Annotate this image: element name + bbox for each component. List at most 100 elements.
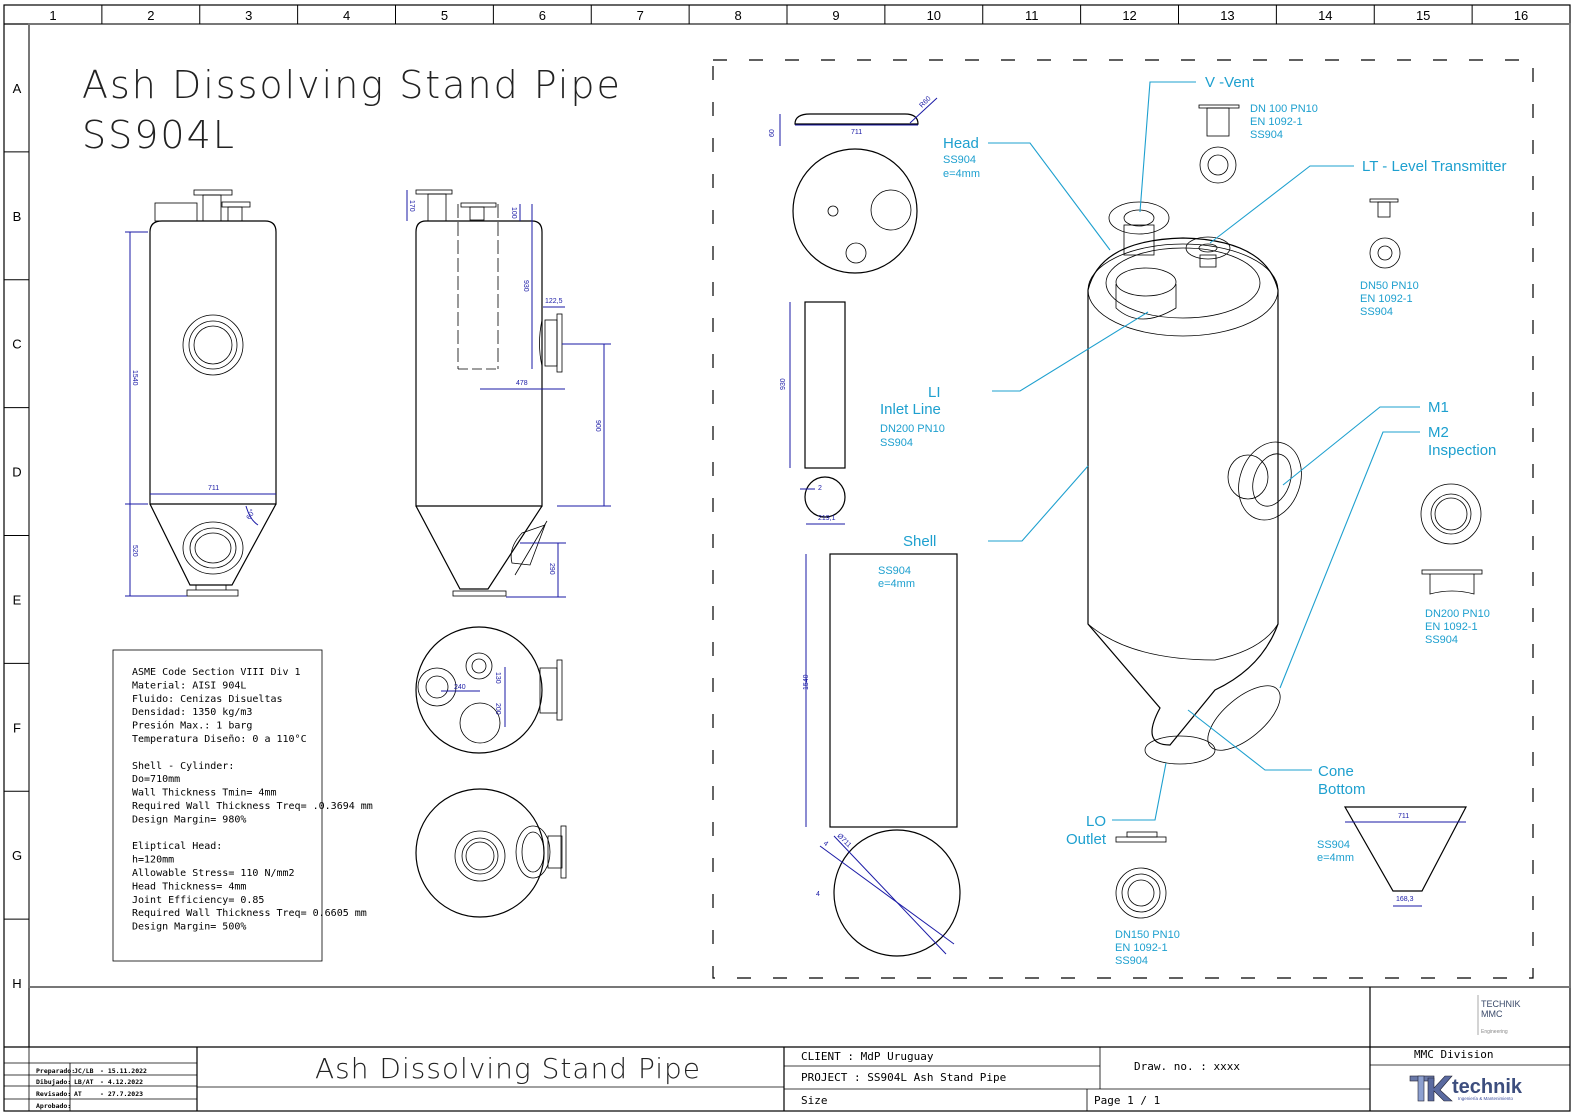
column-label: 13 bbox=[1220, 8, 1234, 23]
svg-text:DN150 PN10: DN150 PN10 bbox=[1115, 929, 1180, 941]
svg-text:SS904: SS904 bbox=[943, 154, 976, 166]
svg-text:122,5: 122,5 bbox=[545, 298, 563, 305]
title-block-title: Ash Dissolving Stand Pipe bbox=[315, 1052, 701, 1085]
svg-text:SS904: SS904 bbox=[880, 437, 913, 449]
column-label: 3 bbox=[245, 8, 252, 23]
isometric-vessel bbox=[1087, 201, 1302, 765]
svg-text:290: 290 bbox=[548, 563, 555, 575]
spec-line: h=120mm bbox=[132, 855, 174, 866]
svg-text:MMC: MMC bbox=[1481, 1009, 1503, 1019]
spec-line: Densidad: 1350 kg/m3 bbox=[132, 707, 252, 718]
svg-text:SS904: SS904 bbox=[1317, 839, 1350, 851]
callout-shell: Shell bbox=[903, 533, 936, 550]
row-label: B bbox=[13, 209, 22, 224]
spec-line: Material: AISI 904L bbox=[132, 680, 246, 691]
svg-text:4: 4 bbox=[816, 891, 820, 898]
svg-text:930: 930 bbox=[780, 378, 787, 390]
svg-text:711: 711 bbox=[1398, 813, 1409, 820]
svg-text:DN50 PN10: DN50 PN10 bbox=[1360, 280, 1419, 292]
svg-text:R60: R60 bbox=[918, 95, 932, 109]
svg-text:Engineering: Engineering bbox=[1481, 1029, 1508, 1035]
technik-logo-icon bbox=[1409, 1075, 1453, 1102]
logo-brand: technik bbox=[1452, 1076, 1523, 1098]
sign-who: AT bbox=[74, 1090, 82, 1098]
spec-line: Temperatura Diseño: 0 a 110°C bbox=[132, 734, 307, 745]
column-label: 9 bbox=[832, 8, 839, 23]
callout-m1: M1 bbox=[1428, 399, 1449, 416]
svg-text:4: 4 bbox=[822, 840, 829, 848]
spec-notes: ASME Code Section VIII Div 1 Material: AI… bbox=[132, 667, 373, 933]
sign-who: LB/AT bbox=[74, 1078, 94, 1086]
column-label: 11 bbox=[1025, 8, 1039, 23]
dim-shell-height: 1540 bbox=[131, 370, 138, 386]
callout-level-transmitter: LT - Level Transmitter bbox=[1362, 158, 1507, 175]
column-label: 10 bbox=[927, 8, 941, 23]
front-view: 1540 520 711 60° bbox=[125, 189, 277, 597]
svg-text:2: 2 bbox=[818, 485, 822, 492]
svg-text:1540: 1540 bbox=[803, 674, 810, 690]
column-label: 2 bbox=[147, 8, 154, 23]
spec-line: Fluido: Cenizas Disueltas bbox=[132, 694, 283, 705]
callout-head: Head bbox=[943, 135, 979, 152]
svg-text:e=4mm: e=4mm bbox=[943, 168, 980, 180]
svg-text:711: 711 bbox=[851, 129, 862, 136]
spec-line: ASME Code Section VIII Div 1 bbox=[132, 667, 301, 678]
spec-line: Allowable Stress= 110 N/mm2 bbox=[132, 868, 295, 879]
drawing-title: Ash Dissolving Stand Pipe bbox=[82, 63, 622, 107]
svg-text:170: 170 bbox=[408, 200, 415, 212]
svg-text:DN200 PN10: DN200 PN10 bbox=[880, 423, 945, 435]
bottom-view bbox=[415, 788, 567, 918]
sign-date: - 27.7.2023 bbox=[100, 1090, 143, 1098]
svg-text:SS904: SS904 bbox=[1425, 634, 1458, 646]
project: PROJECT : SS904L Ash Stand Pipe bbox=[801, 1071, 1006, 1084]
logo-technik-mmc: TECHNIK bbox=[1481, 999, 1521, 1009]
svg-text:168,3: 168,3 bbox=[1396, 896, 1414, 903]
spec-line: Eliptical Head: bbox=[132, 841, 222, 852]
svg-text:Ingeniería & Mantenimiento: Ingeniería & Mantenimiento bbox=[1458, 1096, 1514, 1101]
svg-text:e=4mm: e=4mm bbox=[878, 578, 915, 590]
callout-m2: M2 bbox=[1428, 424, 1449, 441]
svg-text:930: 930 bbox=[522, 280, 529, 292]
exploded-view-frame bbox=[712, 59, 1534, 979]
svg-text:200: 200 bbox=[494, 703, 501, 715]
spec-line: Do=710mm bbox=[132, 774, 180, 785]
svg-text:Outlet: Outlet bbox=[1066, 831, 1107, 848]
column-label: 15 bbox=[1416, 8, 1430, 23]
svg-text:Inspection: Inspection bbox=[1428, 442, 1496, 459]
sign-date: - 4.12.2022 bbox=[100, 1078, 143, 1086]
svg-text:SS904: SS904 bbox=[878, 565, 911, 577]
column-label: 6 bbox=[539, 8, 546, 23]
row-label: G bbox=[12, 848, 22, 863]
spec-line: Presión Max.: 1 barg bbox=[132, 720, 252, 732]
division: MMC Division bbox=[1414, 1048, 1493, 1061]
sign-date: - 15.11.2022 bbox=[100, 1067, 147, 1075]
shell-plate-part: 1540 Ø711 4 4 bbox=[803, 553, 961, 957]
svg-text:SS904: SS904 bbox=[1250, 129, 1283, 141]
page-number: Page 1 / 1 bbox=[1094, 1094, 1160, 1107]
column-label: 7 bbox=[637, 8, 644, 23]
column-label: 8 bbox=[734, 8, 741, 23]
spec-line: Required Wall Thickness Treq= 0.6605 mm bbox=[132, 908, 367, 919]
callout-vent: V -Vent bbox=[1205, 74, 1255, 91]
callout-leaders bbox=[988, 81, 1420, 821]
title-block bbox=[4, 987, 1570, 1111]
callout-outlet: LO bbox=[1086, 813, 1106, 830]
callout-inlet: LI bbox=[928, 384, 941, 401]
side-view: 170 100 930 122,5 478 900 290 bbox=[406, 189, 611, 598]
sign-role: Aprobado: bbox=[36, 1102, 71, 1110]
client: CLIENT : MdP Uruguay bbox=[801, 1050, 934, 1063]
top-view: 240 130 200 bbox=[415, 626, 563, 754]
drawing-material: SS904L bbox=[82, 113, 236, 157]
row-label: H bbox=[12, 976, 21, 991]
svg-text:DN200 PN10: DN200 PN10 bbox=[1425, 608, 1490, 620]
sign-who: JC/LB bbox=[74, 1067, 94, 1075]
callout-cone: Cone bbox=[1318, 763, 1354, 780]
row-label: E bbox=[13, 592, 22, 607]
column-label: 1 bbox=[49, 8, 56, 23]
row-label: F bbox=[13, 720, 21, 735]
sheet-border bbox=[3, 4, 1571, 1112]
head-part: 711 60 R60 bbox=[769, 95, 938, 274]
svg-text:EN 1092-1: EN 1092-1 bbox=[1115, 942, 1168, 954]
